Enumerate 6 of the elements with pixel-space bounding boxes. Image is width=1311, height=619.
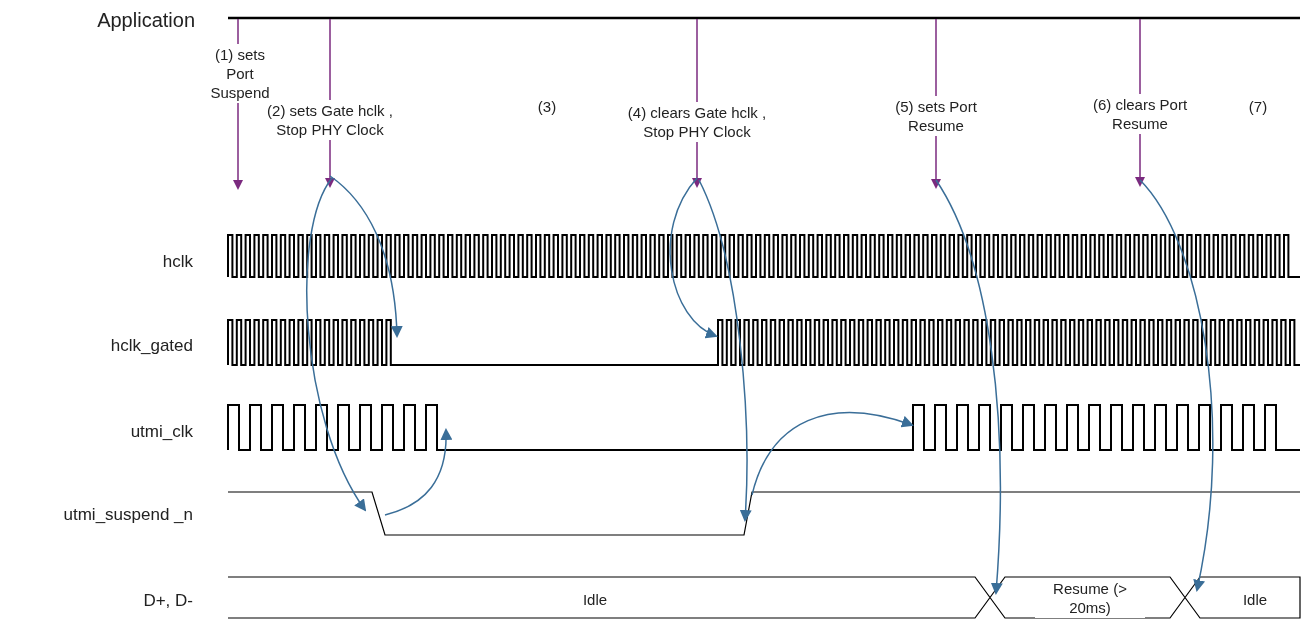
signal-label: hclk bbox=[161, 252, 193, 272]
signal-label: utmi_clk bbox=[129, 422, 193, 442]
lane-label: Application bbox=[96, 10, 195, 30]
signal-label: hclk_gated bbox=[109, 336, 193, 356]
signal-label: D+, D- bbox=[142, 591, 193, 611]
signal-label: utmi_suspend _n bbox=[62, 505, 193, 525]
